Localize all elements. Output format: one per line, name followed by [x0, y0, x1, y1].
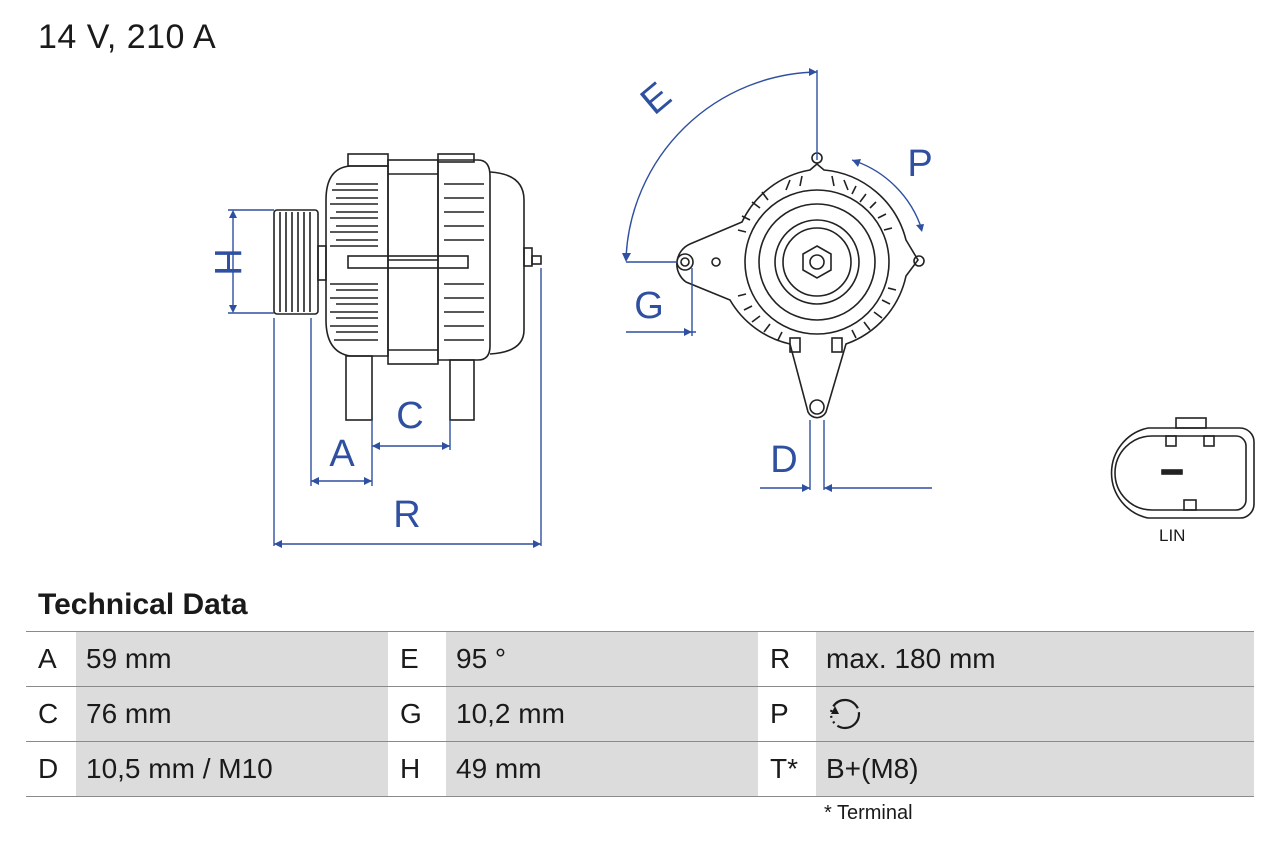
lin-connector-label: LIN	[1159, 526, 1186, 545]
side-view-drawing	[273, 153, 542, 421]
spec-value: 49 mm	[446, 741, 758, 797]
spec-value: max. 180 mm	[816, 631, 1254, 687]
alternator-diagram: H A C R E P G D	[206, 68, 1255, 548]
spec-value-rotation	[816, 686, 1254, 742]
page-title: 14 V, 210 A	[38, 18, 217, 56]
spec-key: G	[388, 686, 446, 742]
spec-value: 95 °	[446, 631, 758, 687]
spec-key: D	[26, 741, 76, 797]
table-row: D 10,5 mm / M10 H 49 mm T* B+(M8)	[26, 741, 1254, 797]
dimension-label-d: D	[770, 439, 797, 481]
end-view-arrowheads	[622, 68, 924, 492]
spec-key: E	[388, 631, 446, 687]
spec-key: C	[26, 686, 76, 742]
dimension-label-r: R	[393, 494, 420, 536]
pulley	[273, 209, 327, 315]
technical-data-table: A 59 mm E 95 ° R max. 180 mm C 76 mm G 1…	[26, 631, 1254, 797]
spec-value: 76 mm	[76, 686, 388, 742]
dimension-label-h: H	[206, 248, 248, 275]
spec-key: H	[388, 741, 446, 797]
rear-housing	[437, 153, 542, 421]
front-housing	[325, 153, 389, 421]
table-row: C 76 mm G 10,2 mm P	[26, 686, 1254, 742]
clockwise-rotation-icon	[829, 698, 861, 730]
side-view-arrowheads	[229, 210, 541, 548]
dimension-label-e: E	[633, 75, 679, 123]
dimension-label-g: G	[634, 285, 664, 327]
table-row: A 59 mm E 95 ° R max. 180 mm	[26, 631, 1254, 687]
technical-data-title: Technical Data	[38, 588, 248, 621]
spec-value: B+(M8)	[816, 741, 1254, 797]
spec-value: 59 mm	[76, 631, 388, 687]
spec-key: T*	[758, 741, 816, 797]
dimension-label-p: P	[907, 143, 932, 185]
spec-key: P	[758, 686, 816, 742]
end-view-drawing	[676, 152, 925, 419]
lin-connector-drawing	[1110, 417, 1255, 519]
dimension-labels: H A C R E P G D	[206, 75, 933, 536]
end-view-dimensions	[625, 70, 932, 490]
dimension-label-a: A	[329, 433, 355, 475]
spec-value: 10,2 mm	[446, 686, 758, 742]
spec-key: R	[758, 631, 816, 687]
spec-value: 10,5 mm / M10	[76, 741, 388, 797]
footnote: * Terminal	[824, 802, 913, 824]
spec-key: A	[26, 631, 76, 687]
dimension-label-c: C	[396, 395, 423, 437]
side-view-dimensions	[228, 209, 542, 546]
